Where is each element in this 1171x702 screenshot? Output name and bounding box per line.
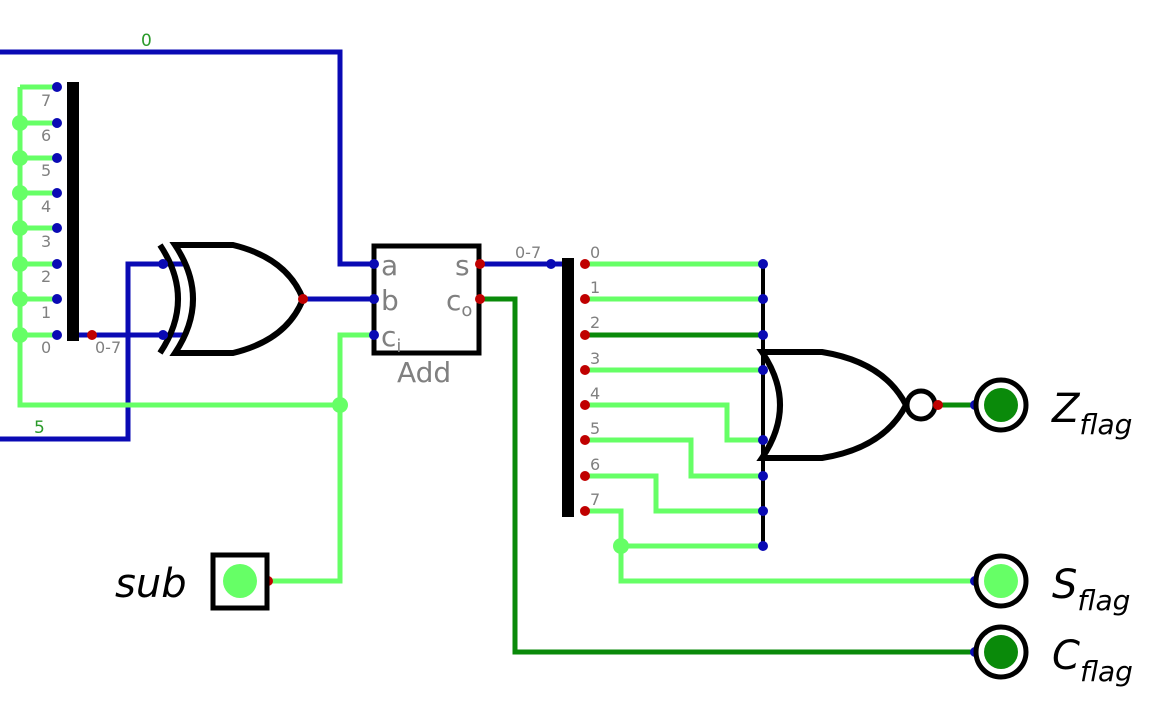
svg-text:Cflag: Cflag xyxy=(1052,633,1133,688)
left-splitter-bit-4: 4 xyxy=(41,197,51,216)
carry-in-wire[interactable] xyxy=(268,332,372,584)
svg-text:Zflag: Zflag xyxy=(1051,386,1132,441)
right-splitter[interactable]: 0 1 2 3 4 5 6 7 xyxy=(562,243,600,517)
sub-input-label: sub xyxy=(115,561,187,607)
left-splitter-bit-6: 6 xyxy=(41,126,51,145)
top-bus-wire[interactable] xyxy=(0,49,372,267)
right-splitter-bit-4: 4 xyxy=(590,384,600,403)
pin-dots xyxy=(52,82,980,657)
carry-out-wire[interactable] xyxy=(480,296,975,655)
right-splitter-bit-7: 7 xyxy=(590,490,600,509)
adder-pin-s: s xyxy=(455,249,470,282)
top-bus-label: 0 xyxy=(141,31,152,51)
adder-pin-co-sub: o xyxy=(461,300,472,321)
left-splitter[interactable]: 7 6 5 4 3 2 1 0 0-7 xyxy=(41,82,121,357)
xor-gate[interactable] xyxy=(157,242,307,356)
adder-pin-b: b xyxy=(381,284,399,317)
nor-bubble xyxy=(904,388,938,422)
svg-text:co: co xyxy=(446,284,472,321)
cflag-output xyxy=(973,624,1029,680)
sub-input[interactable] xyxy=(210,552,270,611)
left-splitter-bit-5: 5 xyxy=(41,161,51,180)
left-splitter-bit-3: 3 xyxy=(41,232,51,251)
svg-text:ci: ci xyxy=(381,320,401,357)
adder[interactable]: a b ci s co Add xyxy=(371,243,482,389)
adder-name: Add xyxy=(397,356,451,389)
left-splitter-bit-7: 7 xyxy=(41,91,51,110)
adder-pin-ci-sub: i xyxy=(396,336,401,357)
sub-input-led xyxy=(223,564,257,598)
junction-dots xyxy=(12,115,629,554)
right-splitter-bit-1: 1 xyxy=(590,278,600,297)
bottom-bus-label: 5 xyxy=(34,418,45,438)
adder-pin-a: a xyxy=(381,249,398,282)
left-splitter-bit-0: 0 xyxy=(41,338,51,357)
right-splitter-bit-5: 5 xyxy=(590,419,600,438)
left-splitter-bit-2: 2 xyxy=(41,267,51,286)
cflag-label-sub: flag xyxy=(1080,655,1133,688)
left-splitter-bit-1: 1 xyxy=(41,303,51,322)
right-splitter-bit-2: 2 xyxy=(590,313,600,332)
nor-gate[interactable] xyxy=(756,262,938,548)
right-splitter-bit-3: 3 xyxy=(590,349,600,368)
zflag-output xyxy=(973,377,1029,433)
svg-text:Sflag: Sflag xyxy=(1052,562,1130,617)
cflag-label: C xyxy=(1052,633,1080,679)
adder-out-bus-label: 0-7 xyxy=(515,243,541,262)
sflag-label-sub: flag xyxy=(1077,584,1130,617)
adder-pin-ci: c xyxy=(381,320,396,353)
bottom-bus-wire[interactable] xyxy=(0,261,183,442)
adder-pin-co: c xyxy=(446,284,461,317)
sflag-label: S xyxy=(1052,562,1077,608)
zflag-label-sub: flag xyxy=(1079,408,1132,441)
right-splitter-bit-0: 0 xyxy=(590,243,600,262)
inactive-wires xyxy=(480,296,975,655)
sflag-output xyxy=(973,553,1029,609)
left-splitter-bus-label: 0-7 xyxy=(95,338,121,357)
zflag-label: Z xyxy=(1051,386,1081,432)
right-splitter-bit-6: 6 xyxy=(590,455,600,474)
